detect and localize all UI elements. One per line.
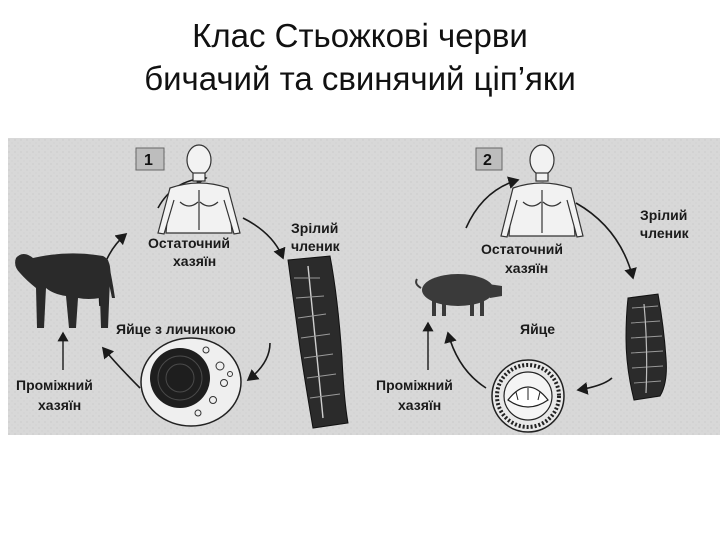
left-cycle-arrow-right <box>242 217 286 260</box>
right-mature-segment-line1: Зрілий <box>640 207 687 223</box>
left-intermediate-host-line2: хазяїн <box>38 397 81 413</box>
left-cycle-arrow-bottom <box>101 346 141 389</box>
right-number-box <box>475 147 503 171</box>
right-cycle: 2 Остаточний хазяїн Зрілий членик <box>376 144 690 433</box>
left-mature-segment-image <box>287 255 349 429</box>
right-final-host-line2: хазяїн <box>505 260 548 276</box>
left-egg-arrow <box>246 342 271 381</box>
pig-icon <box>415 274 502 316</box>
right-number: 2 <box>483 152 492 169</box>
left-intermediate-host-line1: Проміжний <box>16 377 93 393</box>
right-egg-label: Яйце <box>520 321 555 337</box>
left-cycle: 1 Остаточний хазяїн Зрілий членик <box>15 144 349 429</box>
right-final-host-line1: Остаточний <box>481 241 563 257</box>
slide-title: Клас Стьожкові черви бичачий та свинячий… <box>0 14 720 100</box>
left-final-host-line1: Остаточний <box>148 235 230 251</box>
title-line-1: Клас Стьожкові черви <box>192 17 528 54</box>
right-cycle-arrow-bottom-right <box>576 377 613 395</box>
right-cycle-arrow-top <box>465 176 520 229</box>
left-number: 1 <box>144 152 153 169</box>
left-mature-segment-line1: Зрілий <box>291 220 338 236</box>
left-final-host-line2: хазяїн <box>173 253 216 269</box>
right-intermediate-host-line2: хазяїн <box>398 397 441 413</box>
left-number-box <box>135 147 165 171</box>
left-egg-image <box>140 337 242 427</box>
left-mature-segment-line2: членик <box>291 238 341 254</box>
right-mature-segment-line2: членик <box>640 225 690 241</box>
right-cycle-arrow-right <box>575 202 637 280</box>
right-mature-segment-image <box>625 293 667 401</box>
title-line-2: бичачий та свинячий ціп’яки <box>144 60 576 97</box>
right-egg-image <box>491 359 565 433</box>
left-egg-label: Яйце з личинкою <box>116 321 236 337</box>
right-cycle-arrow-bottom <box>444 331 487 389</box>
cow-icon <box>15 253 115 328</box>
scan-background <box>8 138 720 435</box>
left-human-figure <box>157 144 241 235</box>
right-intermediate-host-line1: Проміжний <box>376 377 453 393</box>
right-human-figure <box>500 144 584 238</box>
life-cycle-figure: 1 Остаточний хазяїн Зрілий членик <box>8 138 720 435</box>
